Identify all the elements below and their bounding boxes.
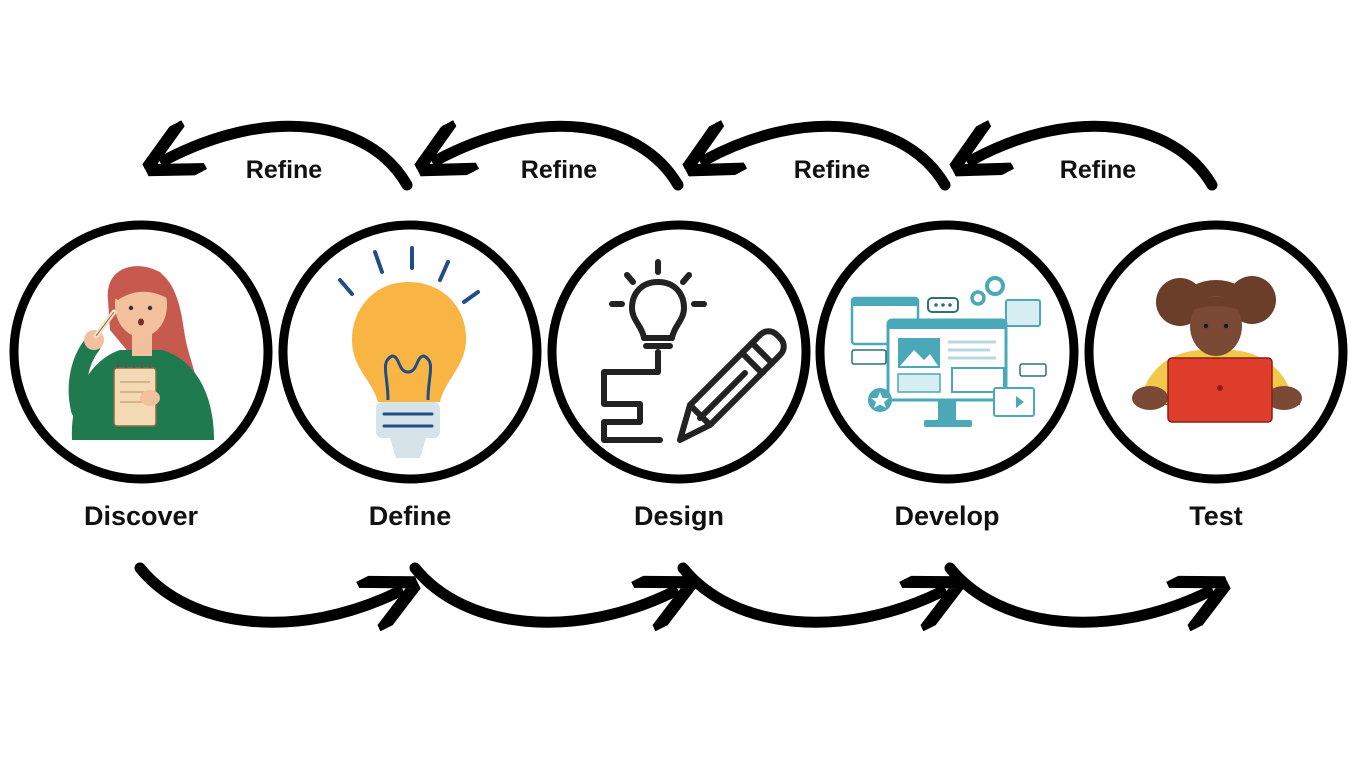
stage-label-test: Test (1189, 501, 1243, 531)
forward-arrow (944, 562, 1208, 622)
stage-circle-design (547, 220, 811, 484)
stage-label-discover: Discover (84, 501, 199, 531)
stage-label-design: Design (634, 501, 724, 531)
stage-label-develop: Develop (894, 501, 999, 531)
forward-arrow (677, 562, 941, 622)
web-development-monitor-icon (850, 276, 1047, 427)
refine-arrow (437, 126, 684, 191)
refine-label: Refine (246, 156, 323, 184)
lightbulb-icon (338, 246, 480, 458)
girl-with-laptop-icon (1132, 276, 1302, 423)
forward-arrow (409, 562, 673, 622)
refine-arrow (972, 126, 1218, 191)
refine-label: Refine (1060, 156, 1137, 184)
stage-label-define: Define (369, 501, 452, 531)
bulb-pencil-sketch-icon (601, 259, 787, 443)
refine-arrow (165, 126, 413, 191)
refine-arrow (705, 126, 951, 191)
forward-arrow (134, 562, 398, 622)
refine-label: Refine (521, 156, 598, 184)
woman-thinking-notepad-icon (68, 266, 214, 440)
refine-label: Refine (794, 156, 871, 184)
